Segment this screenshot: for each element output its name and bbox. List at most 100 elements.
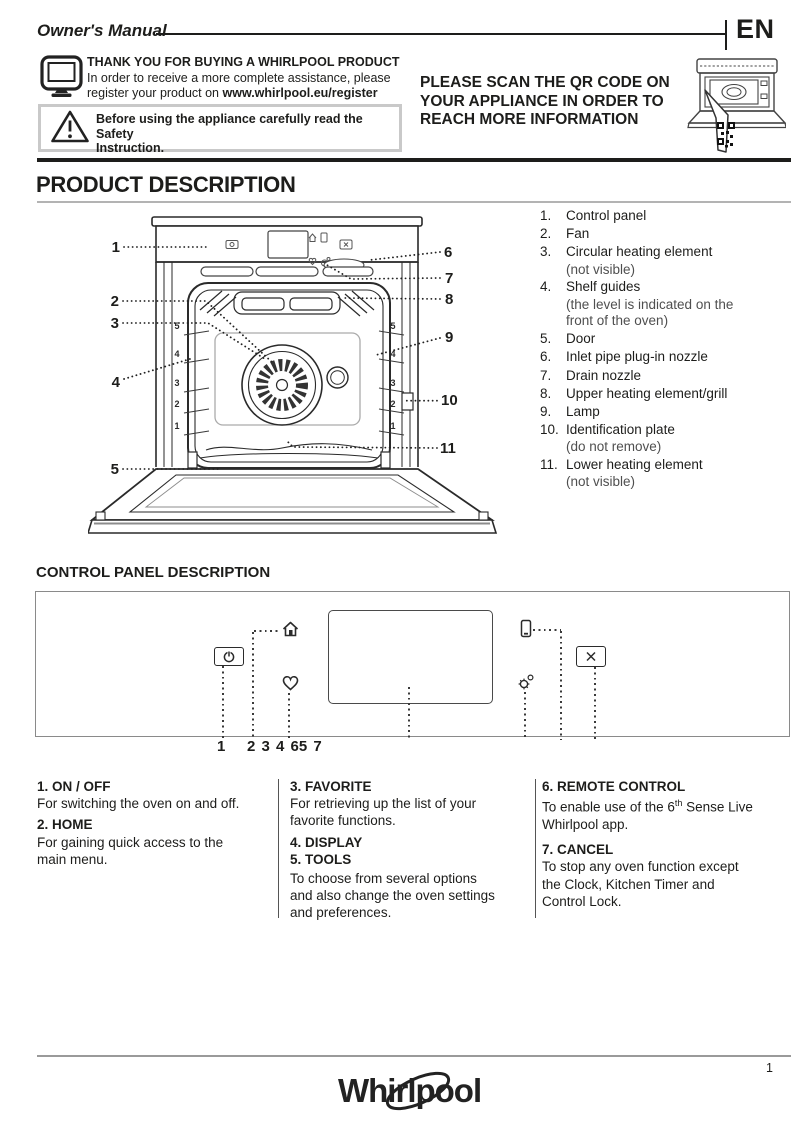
shelf-level-label: 5 bbox=[174, 321, 179, 331]
cancel-x-icon bbox=[586, 651, 596, 662]
list-item: 4.Shelf guides bbox=[540, 279, 641, 295]
legend-body: To choose from several options and also … bbox=[290, 871, 495, 921]
thank-you-line2: register your product on www.whirlpool.e… bbox=[87, 86, 378, 100]
list-item: 5.Door bbox=[540, 331, 596, 347]
legend-body: To stop any oven function except the Clo… bbox=[542, 859, 739, 909]
appliance-qr-illustration bbox=[687, 58, 786, 153]
shelf-level-label: 2 bbox=[174, 399, 179, 409]
list-item-note: (not visible) bbox=[566, 261, 636, 277]
language-code: EN bbox=[736, 14, 775, 44]
svg-text:1: 1 bbox=[390, 421, 395, 431]
legend-title: 5. TOOLS bbox=[290, 851, 352, 867]
tools-gear-icon bbox=[518, 674, 534, 690]
product-description-heading: PRODUCT DESCRIPTION bbox=[36, 172, 296, 197]
qr-code-glyph bbox=[717, 122, 735, 148]
list-item: 7.Drain nozzle bbox=[540, 367, 642, 383]
list-item-note: (do not remove) bbox=[566, 439, 662, 455]
legend-column-3: 6. REMOTE CONTROL To enable use of the 6… bbox=[542, 778, 788, 914]
thank-you-title: THANK YOU FOR BUYING A WHIRLPOOL PRODUCT bbox=[87, 55, 400, 69]
diagram-callout-6: 6 bbox=[444, 244, 452, 261]
qr-scan-note: PLEASE SCAN THE QR CODE ON YOUR APPLIANC… bbox=[420, 74, 670, 128]
list-item: 11.Lower heating element bbox=[540, 457, 703, 473]
document-title: Owner's Manual bbox=[37, 21, 167, 40]
column-divider bbox=[535, 779, 537, 918]
leader-line bbox=[252, 632, 254, 740]
legend-title: 4. DISPLAY bbox=[290, 834, 363, 850]
heading-underline bbox=[37, 201, 791, 203]
list-item: 2.Fan bbox=[540, 226, 590, 242]
leader-line bbox=[222, 666, 224, 740]
leader-line bbox=[408, 687, 410, 740]
thank-you-block: THANK YOU FOR BUYING A WHIRLPOOL PRODUCT… bbox=[87, 55, 400, 102]
list-item: 6.Inlet pipe plug-in nozzle bbox=[540, 349, 708, 365]
svg-text:5: 5 bbox=[390, 321, 395, 331]
diagram-callout-2: 2 bbox=[111, 293, 119, 310]
legend-title: 3. FAVORITE bbox=[290, 779, 372, 794]
whirlpool-logo: Whirlpool bbox=[338, 1071, 482, 1111]
diagram-callout-10: 10 bbox=[441, 392, 458, 409]
thank-you-line1: In order to receive a more complete assi… bbox=[87, 70, 391, 85]
diagram-callout-11: 11 bbox=[440, 440, 456, 457]
legend-body: For switching the oven on and off. bbox=[37, 796, 240, 812]
parts-list: 1.Control panel 2.Fan 3.Circular heating… bbox=[540, 207, 794, 491]
legend-body: For retrieving up the list of your favor… bbox=[290, 796, 477, 829]
shelf-level-label: 1 bbox=[174, 421, 179, 431]
legend-column-1: 1. ON / OFF For switching the oven on an… bbox=[37, 778, 269, 872]
section-divider bbox=[37, 158, 791, 162]
figure-label-cluster: 2 3 4 65 7 bbox=[247, 738, 322, 755]
legend-title: 1. ON / OFF bbox=[37, 779, 111, 794]
list-item: 9.Lamp bbox=[540, 404, 600, 420]
control-panel-heading: CONTROL PANEL DESCRIPTION bbox=[36, 564, 271, 581]
leader-line bbox=[524, 692, 526, 740]
shelf-level-label: 3 bbox=[174, 378, 179, 388]
list-item-note: (not visible) bbox=[566, 474, 636, 490]
diagram-callout-8: 8 bbox=[445, 291, 453, 308]
cancel-button bbox=[576, 646, 606, 667]
list-item: 1.Control panel bbox=[540, 208, 647, 223]
lamp bbox=[326, 366, 349, 389]
diagram-callout-3: 3 bbox=[111, 315, 119, 332]
power-icon bbox=[223, 650, 235, 663]
list-item-note: (the level is indicated on the front of … bbox=[566, 296, 734, 329]
home-icon bbox=[282, 621, 299, 637]
safety-warning-text: Before using the appliance carefully rea… bbox=[96, 112, 363, 155]
leader-line bbox=[288, 693, 290, 740]
legend-title: 7. CANCEL bbox=[542, 842, 614, 858]
list-item: 3.Circular heating element bbox=[540, 244, 713, 260]
legend-body: For gaining quick access to the main men… bbox=[37, 834, 224, 867]
diagram-callout-4: 4 bbox=[112, 374, 121, 391]
svg-text:3: 3 bbox=[390, 378, 395, 388]
figure-label-1: 1 bbox=[217, 738, 226, 755]
legend-title: 6. REMOTE CONTROL bbox=[542, 779, 686, 794]
column-divider bbox=[278, 779, 280, 918]
leader-line bbox=[560, 631, 562, 740]
display-panel bbox=[328, 610, 493, 704]
favorite-heart-icon bbox=[282, 675, 299, 691]
leader-line bbox=[594, 667, 596, 740]
legend-column-2: 3. FAVORITE For retrieving up the list o… bbox=[290, 778, 526, 926]
power-button bbox=[214, 647, 244, 666]
fan bbox=[241, 344, 323, 426]
page-number: 1 bbox=[766, 1061, 773, 1075]
leader-line bbox=[254, 630, 281, 632]
svg-text:2: 2 bbox=[390, 399, 395, 409]
grill-element bbox=[199, 290, 375, 317]
footer-rule bbox=[37, 1055, 791, 1057]
header-rule-tick bbox=[725, 20, 727, 50]
oven-diagram: 5 4 3 2 1 5 4 3 2 1 bbox=[88, 216, 498, 534]
leader-line bbox=[533, 629, 561, 631]
register-monitor-icon bbox=[40, 55, 83, 97]
identification-plate bbox=[401, 392, 414, 411]
safety-warning-box bbox=[38, 104, 402, 152]
warning-triangle-icon bbox=[51, 110, 89, 143]
remote-phone-icon bbox=[520, 619, 532, 638]
diagram-callout-9: 9 bbox=[445, 329, 453, 346]
legend-title: 2. HOME bbox=[37, 817, 93, 833]
svg-text:4: 4 bbox=[390, 349, 395, 359]
register-url: www.whirlpool.eu/register bbox=[222, 86, 378, 100]
list-item: 10.Identification plate bbox=[540, 422, 675, 438]
list-item: 8.Upper heating element/grill bbox=[540, 385, 728, 401]
brand-wordmark: Whirlpool bbox=[338, 1072, 481, 1109]
diagram-callout-5: 5 bbox=[111, 461, 119, 478]
